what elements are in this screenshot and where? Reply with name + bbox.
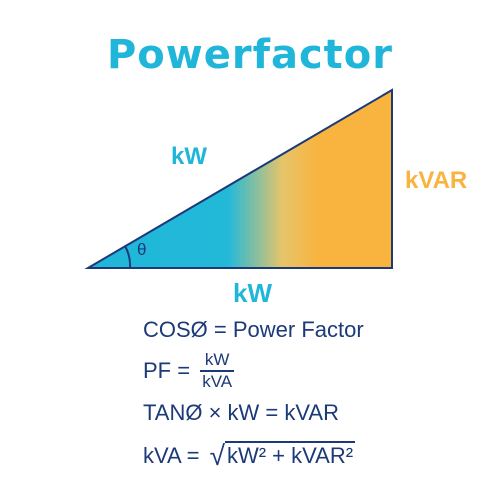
base-label: kW [233, 278, 272, 308]
square-root: √kW² + kVAR² [206, 440, 356, 472]
formula-pf: PF = kW kVA [143, 350, 235, 392]
formula-kva-prefix: kVA = [143, 443, 200, 468]
angle-arc [124, 245, 132, 269]
hypotenuse-label: kW [171, 143, 207, 170]
vertical-side-label: kVAR [405, 167, 468, 194]
formula-tan: TANØ × kW = kVAR [143, 400, 339, 425]
radical-sign: √ [209, 440, 225, 471]
formula-cos: COSØ = Power Factor [143, 317, 364, 342]
power-triangle [84, 88, 393, 269]
diagram-title: Powerfactor [106, 32, 394, 78]
formula-kva: kVA = √kW² + kVAR² [143, 440, 356, 472]
formula-kva-radicand: kW² + kVAR² [224, 441, 356, 468]
formula-pf-fraction: kW kVA [200, 350, 235, 392]
formula-pf-prefix: PF = [143, 358, 191, 383]
formula-pf-numerator: kW [200, 350, 235, 372]
angle-label: θ [137, 240, 147, 259]
formula-pf-denominator: kVA [202, 372, 233, 391]
